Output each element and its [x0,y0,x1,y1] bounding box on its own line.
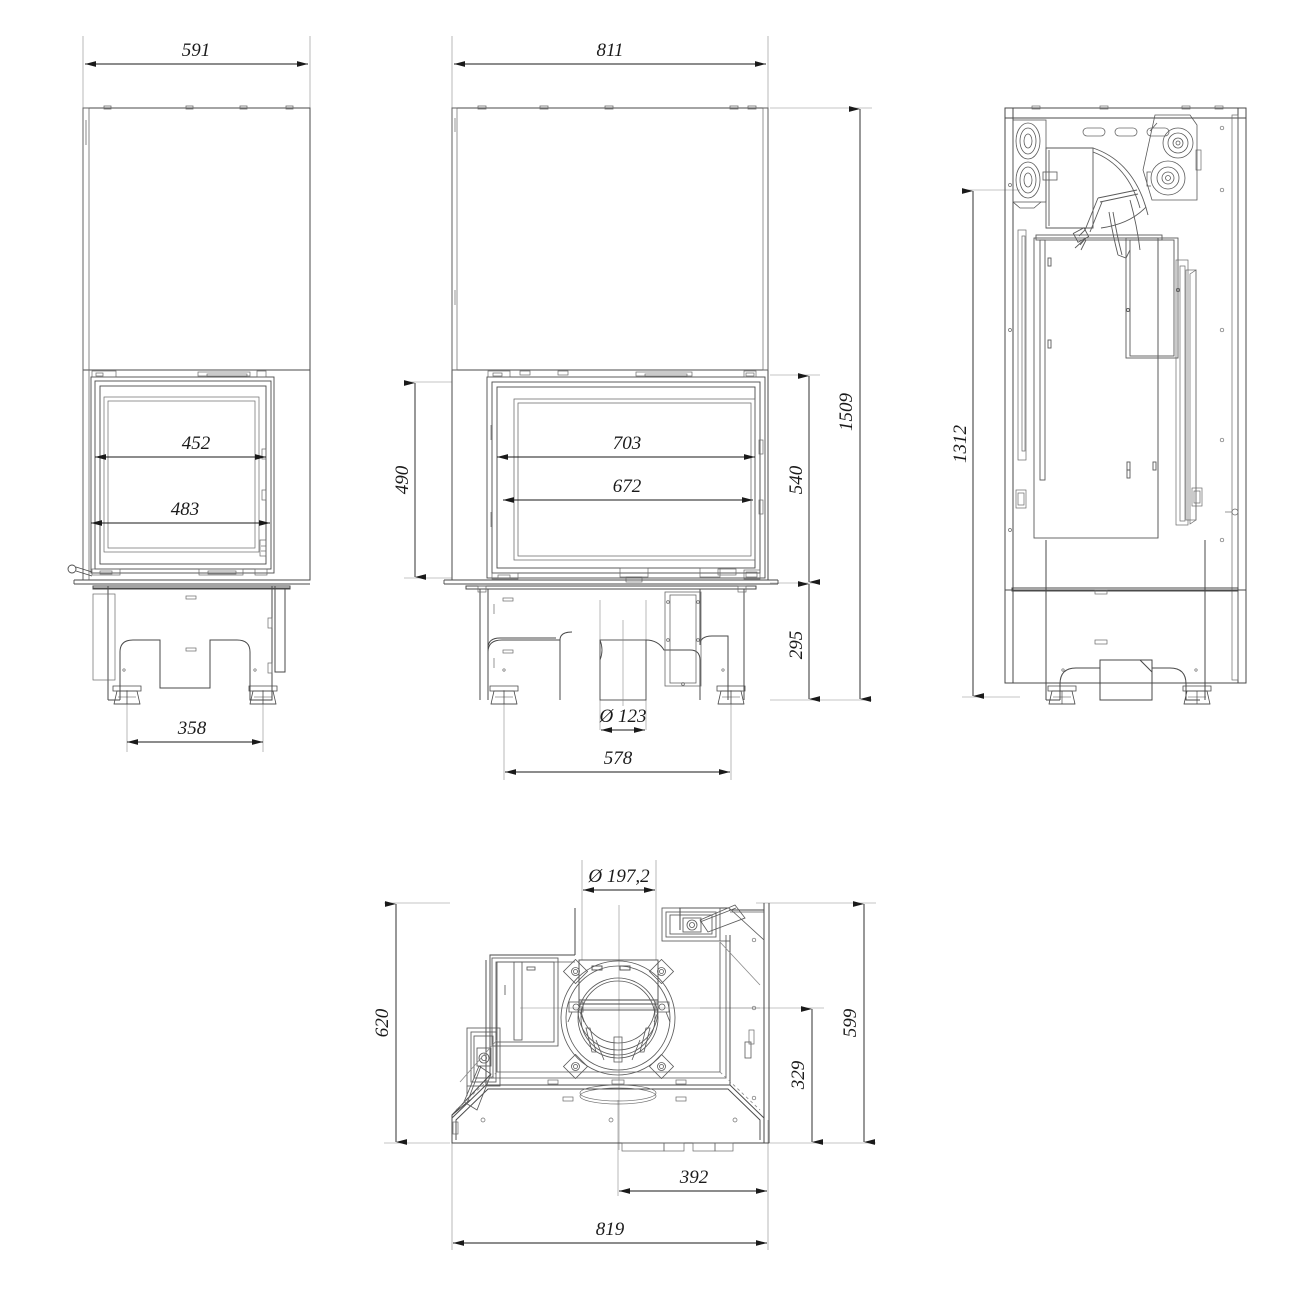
front-hearth-shelf [443,579,779,585]
dim-1312: 1312 [950,188,984,699]
dim-483-label: 483 [171,499,200,520]
left-glass-pane [103,396,260,553]
dim-591-label: 591 [182,40,211,61]
dim-452-label: 452 [182,433,211,454]
front-pedestal [465,585,757,700]
dim-392-label: 392 [679,1167,709,1188]
dim-123-label: Ø 123 [599,706,647,727]
dim-295: 295 [786,581,820,702]
plan-ring-lugs [562,958,675,1080]
plan-flue-ring [560,960,676,1076]
dim-599-label: 599 [840,1008,861,1037]
section-firebox [1033,234,1180,539]
dim-490-label: 490 [392,465,413,494]
dim-819: 819 [453,1219,767,1246]
dim-490: 490 [392,380,426,580]
dim-672-label: 672 [613,476,642,497]
dim-329: 329 [788,1006,823,1145]
section-view: 1312 [950,105,1247,705]
plan-corner-chamfers [451,907,765,1119]
dim-1509-label: 1509 [836,393,857,432]
plan-rivets [452,937,757,1152]
section-base-details [1061,508,1239,672]
front-frame-hardware [487,370,764,583]
dim-392: 392 [619,1167,767,1194]
plan-body-plate [489,935,727,1079]
left-hearth-shelf [73,579,310,585]
plan-view: Ø 197,2 620 599 329 392 819 [372,860,876,1250]
dim-358: 358 [127,718,263,745]
left-pedestal-details [92,593,273,681]
dim-672: 672 [503,476,753,503]
dim-540-label: 540 [786,465,807,494]
front-glass-pane [513,398,756,561]
front-side-edges [451,107,769,371]
front-flue-box [664,591,702,687]
dim-329-label: 329 [788,1060,809,1090]
dim-578: 578 [505,748,730,775]
front-air-inlet [599,620,647,706]
section-vent-slots [1082,127,1170,137]
left-pedestal [92,585,291,701]
plan-handle-top-right [661,904,764,942]
dim-452: 452 [95,433,266,460]
section-baffle [1045,147,1149,229]
front-top-fixings [477,105,757,110]
dim-358-label: 358 [177,718,207,739]
plan-ring-clamps [567,1001,671,1063]
dim-620-label: 620 [372,1008,393,1037]
dim-703-label: 703 [613,433,642,454]
dim-197: Ø 197,2 [583,866,655,893]
left-top-fixings [103,105,294,110]
dim-1509: 1509 [836,106,871,702]
dim-811-label: 811 [596,40,623,61]
dim-483: 483 [91,499,270,526]
front-pedestal-details [477,585,747,672]
dim-620: 620 [372,901,407,1145]
dim-197-label: Ø 197,2 [587,866,650,887]
left-door-handle [67,564,93,577]
section-shell-fixings [1008,105,1239,681]
dim-599: 599 [840,901,875,1145]
section-motor-assembly [1142,114,1198,201]
dim-819-label: 819 [596,1219,625,1240]
left-door-frame [90,376,275,574]
section-inner-panels [1015,229,1203,526]
front-elevation-view: 811 703 672 490 540 295 1509 [392,36,872,780]
dim-295-label: 295 [786,631,807,660]
dim-591: 591 [85,40,308,67]
dim-811: 811 [454,40,766,67]
dim-1312-label: 1312 [950,425,971,464]
dim-123: Ø 123 [599,706,647,733]
dim-540: 540 [786,373,820,585]
dim-703: 703 [497,433,755,460]
dim-578-label: 578 [604,748,633,769]
left-elevation-view: 591 452 483 358 [67,36,311,752]
section-base [1005,540,1246,701]
